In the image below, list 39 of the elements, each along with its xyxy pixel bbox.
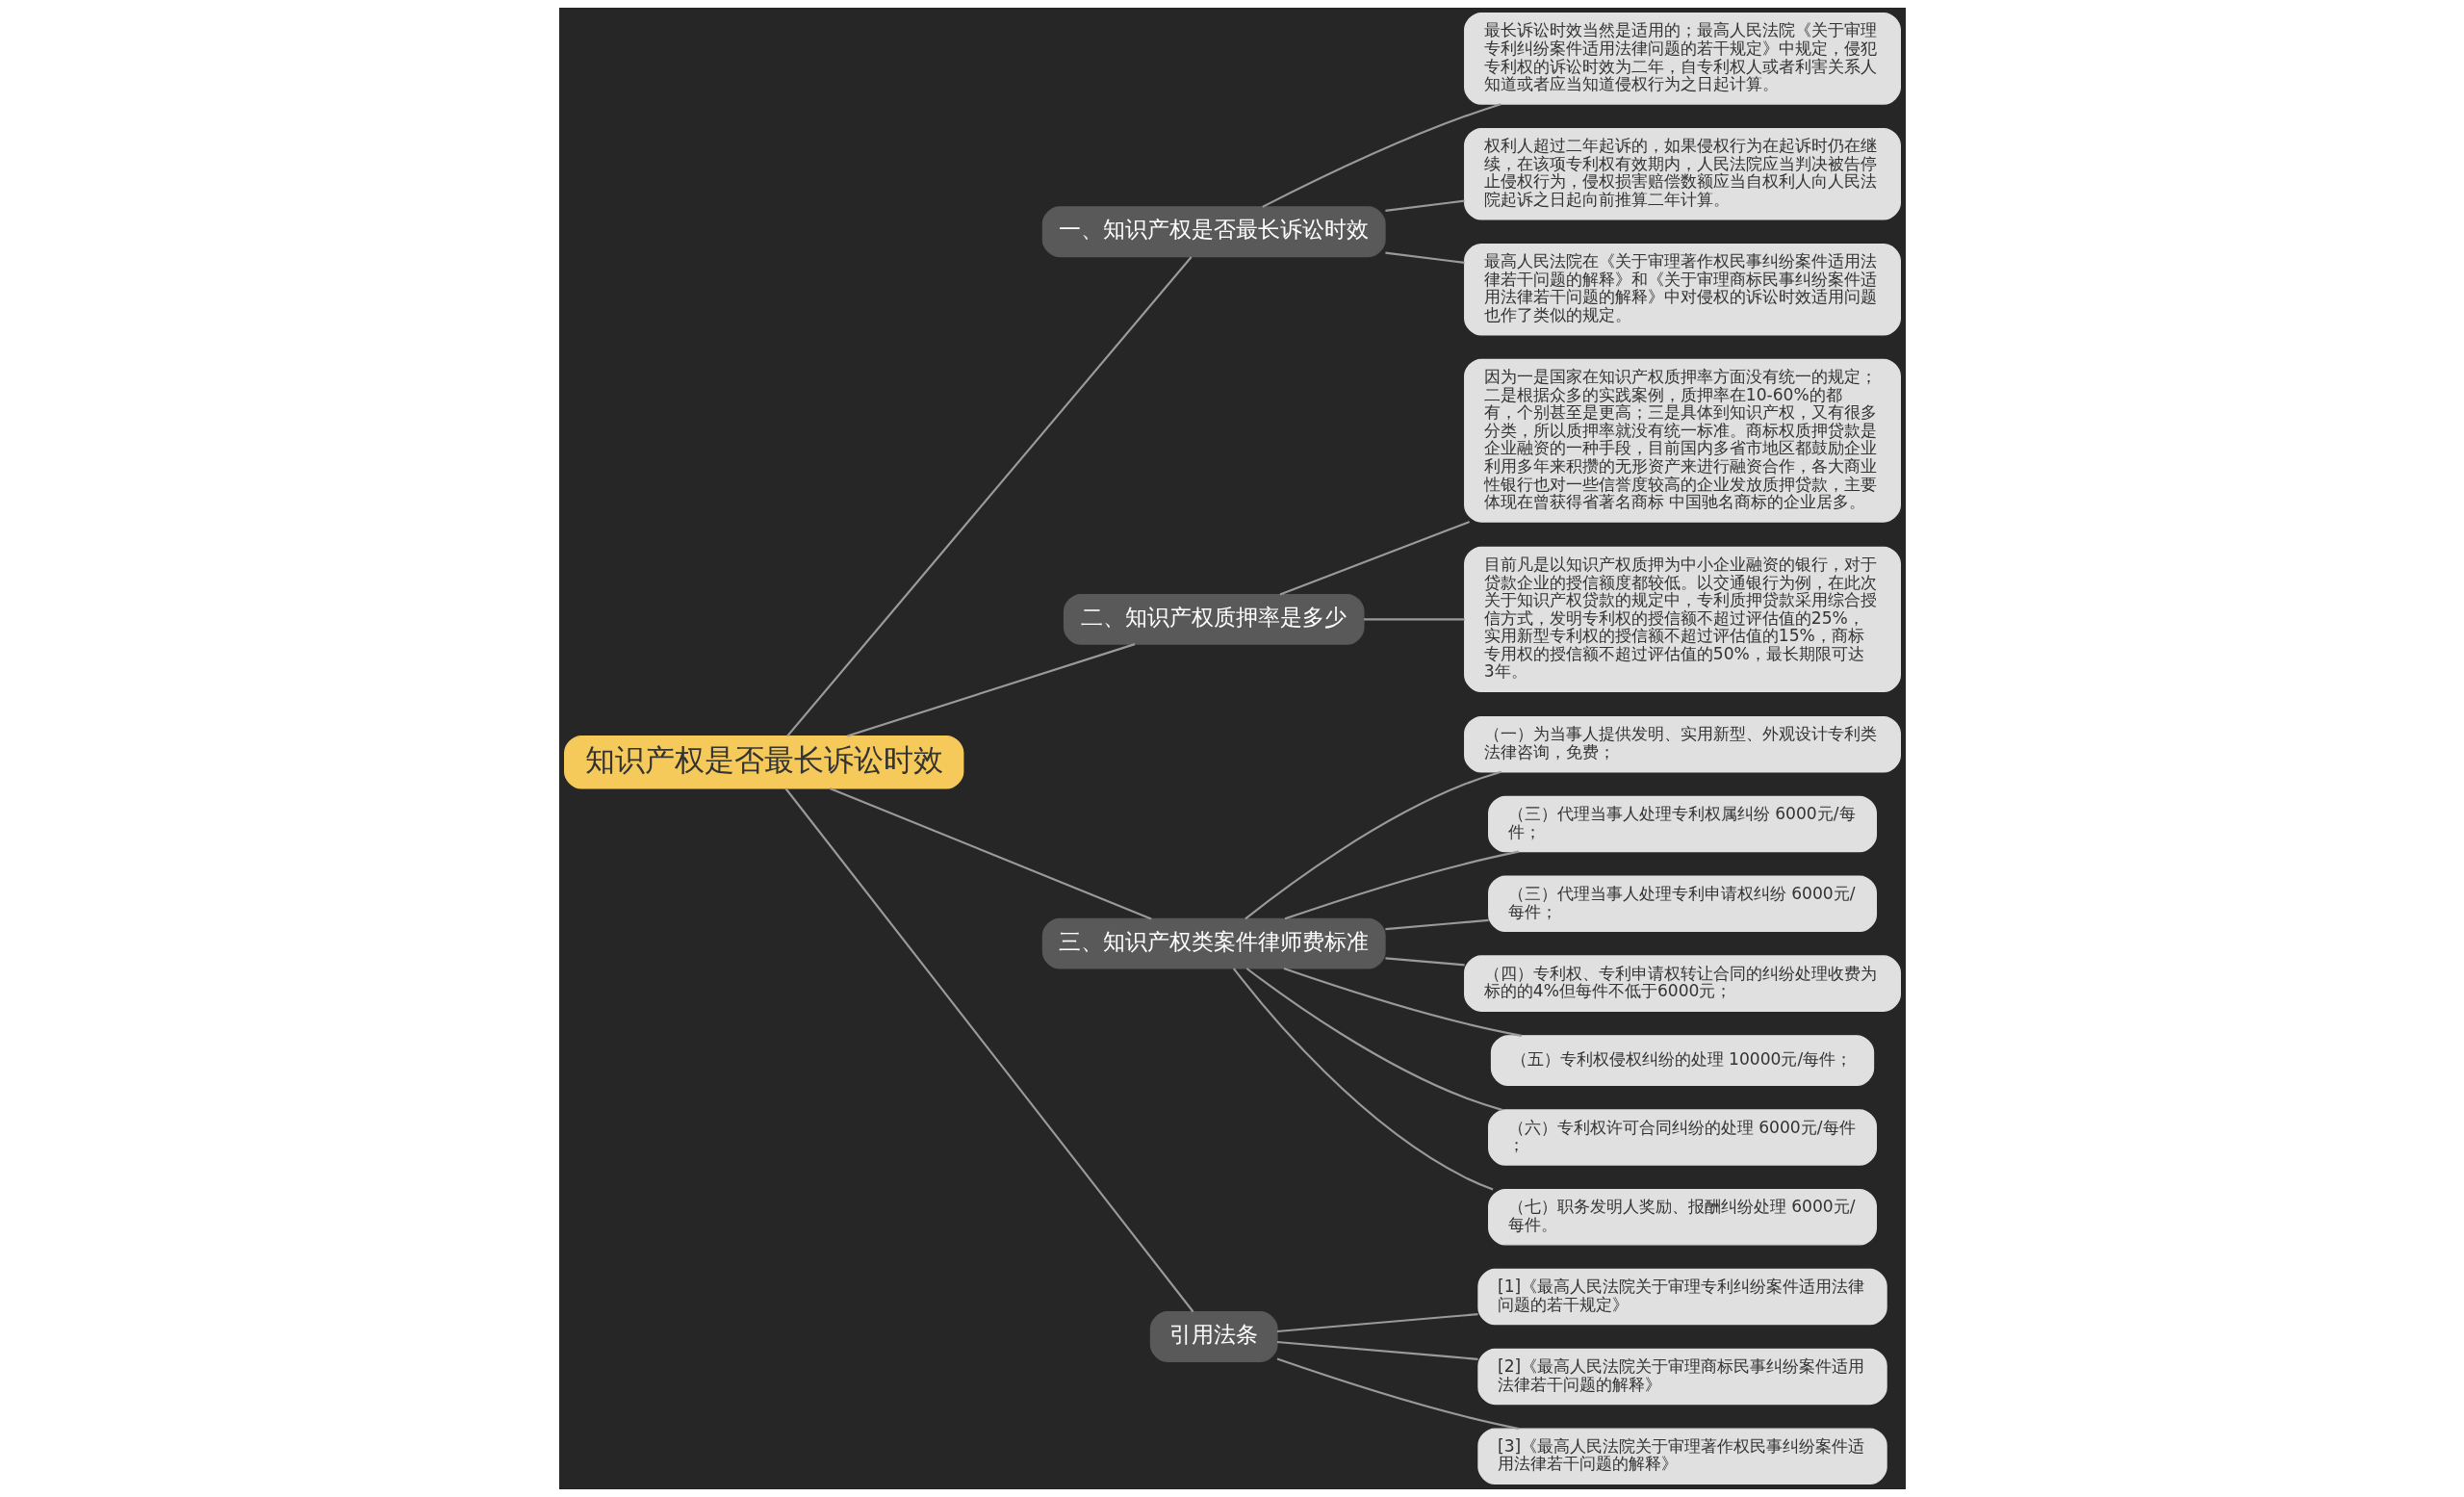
connector (1232, 968, 1493, 1191)
node-box: 权利人超过二年起诉的，如果侵权行为在起诉时仍在继续，在该项专利权有效期内，人民法院应当判决被告停止侵权行为，侵权损害赔偿数额应当自权利人向人民法院起诉之日起向前推算二年计算。 (1463, 127, 1901, 220)
node-box: [1]《最高人民法院关于审理专利纠纷案件适用法律问题的若干规定》 (1476, 1268, 1887, 1326)
connector (1276, 1340, 1478, 1360)
connector (846, 643, 1135, 737)
connector (783, 787, 1194, 1313)
connector (1245, 968, 1502, 1111)
node-box: [3]《最高人民法院关于审理著作权民事纠纷案件适用法律若干问题的解释》 (1476, 1428, 1887, 1484)
node-box: 目前凡是以知识产权质押为中小企业融资的银行，对于贷款企业的授信额度都较低。以交通银行为例，在此次关于知识产权贷款的规定中，专利质押贷款采用综合授信方式，发明专利权的授信额不超过评估值的25%，实用新型专利权的授信额不超过评估值的15%，商标专用权的授信额不超过评估值的50%，最长期限可达3年。 (1463, 546, 1901, 692)
connector (1384, 957, 1465, 967)
connector (1279, 521, 1470, 596)
node-box: （三）代理当事人处理专利权属纠纷 6000元/每件； (1487, 795, 1877, 853)
node-box: （四）专利权、专利申请权转让合同的纠纷处理收费为标的的4%但每件不低于6000元； (1463, 955, 1901, 1012)
node-box: （六）专利权许可合同纠纷的处理 6000元/每件； (1487, 1109, 1877, 1166)
connector (1244, 770, 1502, 920)
node-box: （七）职务发明人奖励、报酬纠纷处理 6000元/每件。 (1487, 1189, 1877, 1246)
node-box: （五）专利权侵权纠纷的处理 10000元/每件； (1490, 1035, 1874, 1086)
connector (1363, 618, 1465, 621)
connector (1276, 1313, 1478, 1333)
node-box: 引用法条 (1149, 1311, 1278, 1362)
node-box: （一）为当事人提供发明、实用新型、外观设计专利类法律咨询，免费； (1463, 715, 1901, 773)
node-box: [2]《最高人民法院关于审理商标民事纠纷案件适用法律若干问题的解释》 (1476, 1348, 1887, 1406)
node-box: （三）代理当事人处理专利申请权纠纷 6000元/每件； (1487, 875, 1877, 933)
node-box: 二、知识产权质押率是多少 (1063, 593, 1365, 645)
node-box: 最长诉讼时效当然是适用的；最高人民法院《关于审理专利纠纷案件适用法律问题的若干规定》中规定，侵犯专利权的诉讼时效为二年，自专利权人或者利害关系人知道或者应当知道侵权行为之日起计算。 (1463, 13, 1901, 105)
node-box: 三、知识产权类案件律师费标准 (1041, 917, 1386, 969)
connector (1384, 199, 1465, 212)
connector (1284, 850, 1519, 920)
node-box: 最高人民法院在《关于审理著作权民事纠纷案件适用法律若干问题的解释》和《关于审理商标民事纠纷案件适用法律若干问题的解释》中对侵权的诉讼时效适用问题也作了类似的规定。 (1463, 243, 1901, 336)
node-box: 知识产权是否最长诉讼时效 (563, 735, 963, 789)
connector (1283, 967, 1522, 1037)
connector (785, 256, 1192, 737)
connector (1384, 251, 1465, 264)
node-box: 一、知识产权是否最长诉讼时效 (1041, 206, 1386, 258)
node-box: 因为一是国家在知识产权质押率方面没有统一的规定；二是根据众多的实践案例，质押率在10-60%的都有，个别甚至是更高；三是具体到知识产权，又有很多分类，所以质押率就没有统一标准。商标权质押贷款是企业融资的一种手段，目前国内多省市地区都鼓励企业利用多年来积攒的无形资产来进行融资合作，各大商业性银行也对一些信誉度较高的企业发放质押贷款，主要体现在曾获得省著名商标 中国驰名商标的企业居多。 (1463, 358, 1901, 523)
connector (1384, 918, 1489, 931)
connector (1261, 103, 1502, 208)
connector (1276, 1357, 1519, 1431)
connector (829, 787, 1151, 920)
